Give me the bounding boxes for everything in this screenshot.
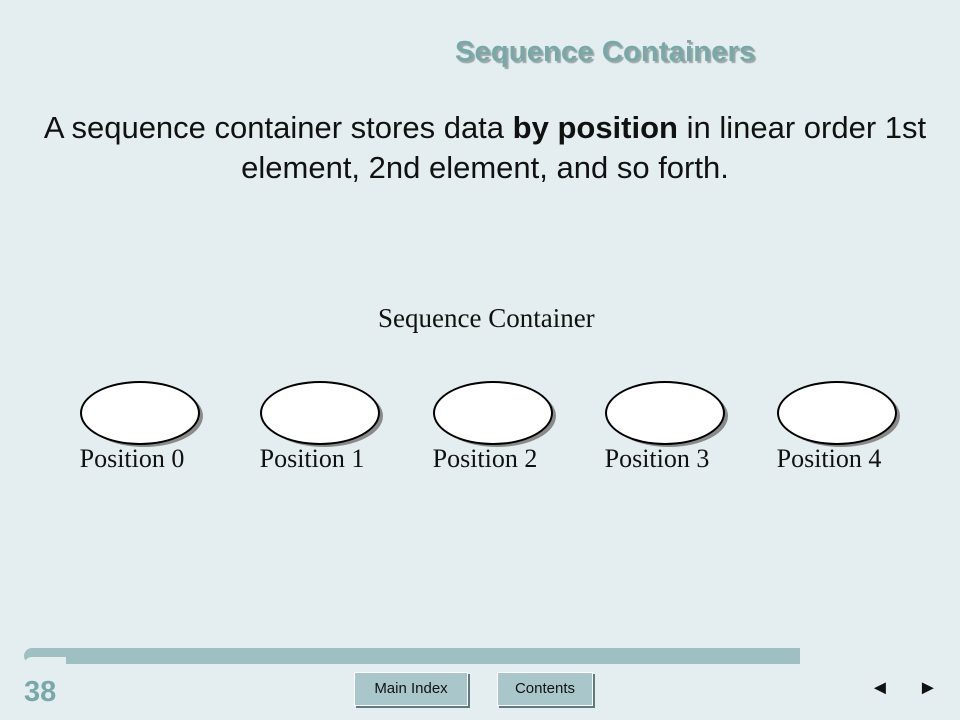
body-text-emphasis: by position — [512, 110, 678, 145]
element-ellipse — [605, 381, 725, 445]
previous-slide-arrow-icon[interactable]: ◄ — [870, 677, 890, 699]
element-ellipse — [433, 381, 553, 445]
footer-divider-bar — [24, 648, 800, 664]
position-label: Position 3 — [604, 444, 710, 473]
next-slide-arrow-icon[interactable]: ► — [918, 677, 938, 699]
element-ellipse — [777, 381, 897, 445]
position-node: Position 4 — [749, 375, 909, 485]
footer-bar-notch — [24, 657, 66, 669]
element-ellipse — [80, 381, 200, 445]
position-node: Position 0 — [52, 375, 212, 485]
position-label: Position 2 — [432, 444, 538, 473]
main-index-button[interactable]: Main Index — [354, 672, 468, 706]
position-label: Position 0 — [79, 444, 185, 473]
contents-button[interactable]: Contents — [497, 672, 593, 706]
page-number: 38 — [24, 676, 57, 708]
position-node: Position 1 — [232, 375, 392, 485]
diagram-title: Sequence Container — [378, 303, 595, 333]
position-node: Position 2 — [405, 375, 565, 485]
slide-body-text: A sequence container stores data by posi… — [20, 108, 950, 188]
position-label: Position 4 — [776, 444, 882, 473]
position-node: Position 3 — [577, 375, 737, 485]
body-text-part-2: in linear order 1st element, 2nd element… — [241, 110, 927, 185]
body-text-part-1: A sequence container stores data — [43, 110, 513, 145]
position-label: Position 1 — [259, 444, 365, 473]
element-ellipse — [260, 381, 380, 445]
slide-title: Sequence Containers — [455, 36, 756, 68]
